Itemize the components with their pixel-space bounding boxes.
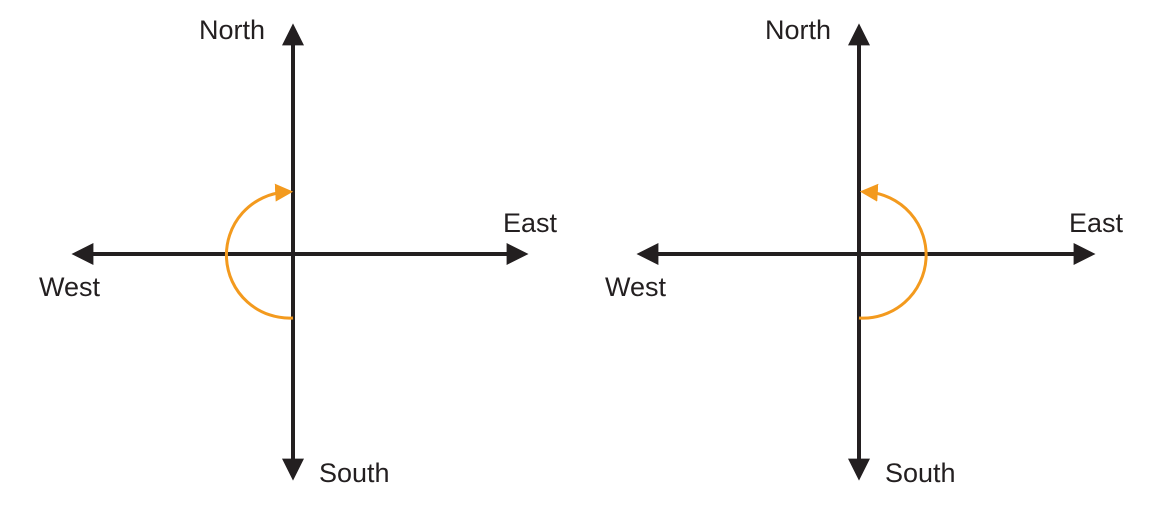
west-label: West [39, 272, 101, 302]
compass-left: North East South West [39, 15, 558, 488]
counterclockwise-rotation-arc [224, 183, 294, 320]
compass-right: North East South West [605, 15, 1124, 488]
north-label: North [199, 15, 265, 45]
east-label: East [503, 208, 558, 238]
north-label: North [765, 15, 831, 45]
south-label: South [319, 458, 390, 488]
west-label: West [605, 272, 667, 302]
east-label: East [1069, 208, 1124, 238]
south-label: South [885, 458, 956, 488]
clockwise-rotation-arc [858, 183, 928, 320]
